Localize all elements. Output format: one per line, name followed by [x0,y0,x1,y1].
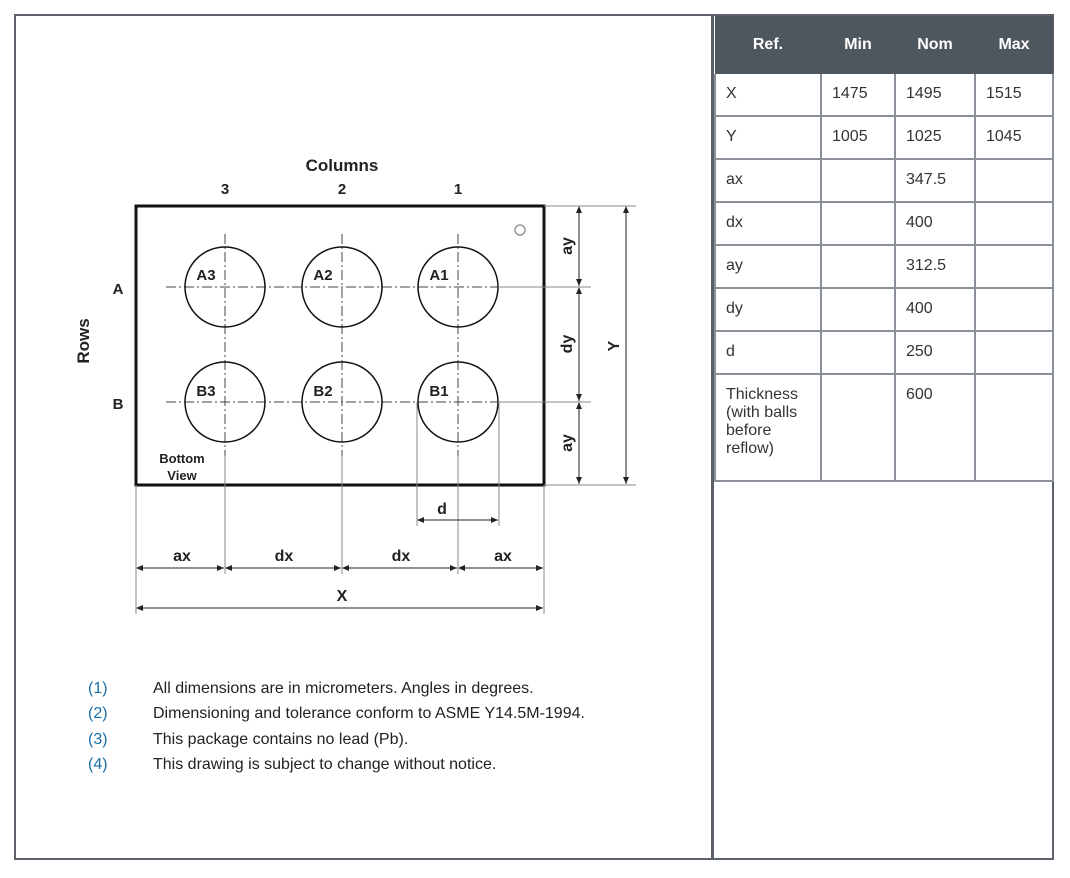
note-number: (4) [88,756,108,774]
note-text: All dimensions are in micrometers. Angle… [153,679,534,697]
dimension-table-panel: Ref. Min Nom Max X 1475 1495 1515 Y 1005… [714,16,1054,482]
ball-b2 [301,361,383,443]
cell-ref: dx [714,201,822,246]
ball-label-b3: B3 [196,383,215,400]
note-text: This drawing is subject to change withou… [153,756,497,774]
cell-min [820,201,896,246]
table-row: X 1475 1495 1515 [714,74,1054,117]
cell-ref: dy [714,287,822,332]
dim-label-ax-left: ax [173,548,191,565]
column-label-3: 3 [221,181,229,198]
cell-max: 1515 [974,74,1054,117]
cell-nom: 347.5 [894,158,976,203]
header-max: Max [975,16,1053,74]
table-row: Y 1005 1025 1045 [714,115,1054,160]
cell-min: 1005 [820,115,896,160]
ball-label-a1: A1 [429,267,448,284]
cell-nom: 1495 [894,74,976,117]
dim-label-y: Y [606,340,623,351]
cell-min [820,330,896,375]
note-item: (3) This package contains no lead (Pb). [88,727,585,753]
cell-ref: X [714,74,822,117]
package-drawing: Columns 3 2 1 Rows A B A3 A2 [74,156,636,614]
cell-max [974,330,1054,375]
dim-label-ay-top: ay [559,237,576,255]
cell-ref: ay [714,244,822,289]
cell-min [820,373,896,482]
dim-label-ax-right: ax [494,548,512,565]
cell-nom: 400 [894,287,976,332]
notes-list: (1) All dimensions are in micrometers. A… [88,676,585,778]
drawing-panel: Columns 3 2 1 Rows A B A3 A2 [16,16,711,858]
dim-label-ay-bottom: ay [559,434,576,452]
ball-a3 [184,246,266,328]
cell-max: 1045 [974,115,1054,160]
header-nom: Nom [895,16,975,74]
dim-label-dx-2: dx [392,548,411,565]
cell-ref: Thickness (with balls before reflow) [714,373,822,482]
center-lines [166,234,584,456]
dimension-table: Ref. Min Nom Max X 1475 1495 1515 Y 1005… [714,16,1054,482]
header-min: Min [821,16,895,74]
table-row: ax 347.5 [714,158,1054,203]
table-header-row: Ref. Min Nom Max [715,16,1053,74]
columns-title: Columns [306,156,379,175]
cell-min [820,287,896,332]
ball-label-a2: A2 [313,267,332,284]
note-number: (2) [88,705,108,723]
cell-nom: 1025 [894,115,976,160]
column-label-2: 2 [338,181,346,198]
rows-title: Rows [74,318,93,363]
cell-min [820,158,896,203]
cell-max [974,158,1054,203]
table-row: ay 312.5 [714,244,1054,289]
ball-b3 [184,361,266,443]
cell-max [974,287,1054,332]
cell-nom: 400 [894,201,976,246]
note-number: (1) [88,679,108,697]
note-number: (3) [88,730,108,748]
package-outline [134,204,546,487]
cell-ref: ax [714,158,822,203]
view-label-line1: Bottom [159,451,205,466]
note-item: (2) Dimensioning and tolerance conform t… [88,702,585,728]
table-row: dy 400 [714,287,1054,332]
outer-frame [14,14,1054,860]
pin1-marker [514,224,526,236]
panel-divider [711,16,714,858]
cell-ref: d [714,330,822,375]
cell-nom: 250 [894,330,976,375]
cell-max [974,373,1054,482]
cell-nom: 600 [894,373,976,482]
ball-a2 [301,246,383,328]
cell-nom: 312.5 [894,244,976,289]
cell-max [974,201,1054,246]
cell-ref: Y [714,115,822,160]
ball-label-b1: B1 [429,383,448,400]
header-ref: Ref. [715,16,821,74]
note-text: This package contains no lead (Pb). [153,730,409,748]
dim-label-x: X [337,588,348,605]
ball-label-b2: B2 [313,383,332,400]
note-item: (1) All dimensions are in micrometers. A… [88,676,585,702]
dim-label-dx-1: dx [275,548,294,565]
view-label-line2: View [167,468,197,483]
table-row: dx 400 [714,201,1054,246]
ball-label-a3: A3 [196,267,215,284]
table-row: d 250 [714,330,1054,375]
extension-lines [135,205,636,614]
note-item: (4) This drawing is subject to change wi… [88,753,585,779]
row-label-a: A [113,281,124,298]
cell-min: 1475 [820,74,896,117]
dim-label-dy: dy [559,335,576,354]
dim-label-d: d [437,501,447,518]
row-label-b: B [113,396,124,413]
column-label-1: 1 [454,181,462,198]
cell-min [820,244,896,289]
note-text: Dimensioning and tolerance conform to AS… [153,705,585,723]
table-row: Thickness (with balls before reflow) 600 [714,373,1054,482]
cell-max [974,244,1054,289]
